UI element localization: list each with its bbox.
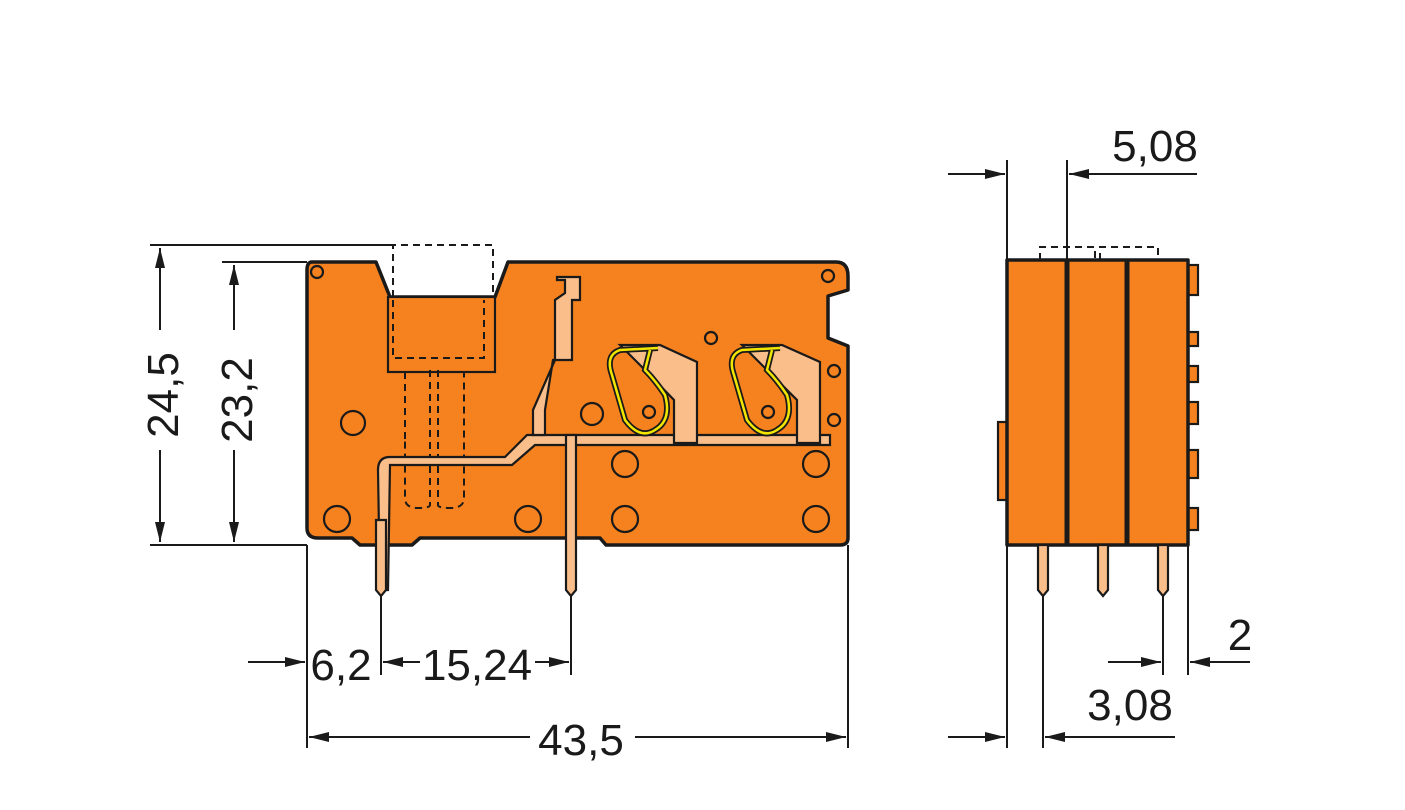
dim-length: 43,5 xyxy=(538,716,624,765)
dim-height-total: 24,5 xyxy=(139,352,188,438)
dim-height-body: 23,2 xyxy=(213,357,262,443)
side-pins xyxy=(1036,543,1170,598)
pin-left xyxy=(374,518,388,598)
dimension-lines xyxy=(150,160,1250,748)
actuator-outline-dashed xyxy=(392,244,494,297)
clamp-2 xyxy=(728,343,822,445)
side-housing xyxy=(1005,258,1190,547)
pin-dashed xyxy=(404,370,465,510)
front-view xyxy=(305,244,850,598)
dim-pin-to-edge: 3,08 xyxy=(1087,681,1173,730)
slot-block xyxy=(386,295,497,374)
pin-right xyxy=(564,433,578,598)
clamp-1 xyxy=(606,343,699,445)
side-actuators-dashed xyxy=(1039,246,1159,260)
dim-pin-pitch: 15,24 xyxy=(422,641,532,690)
housing-holes xyxy=(309,264,842,534)
side-view xyxy=(996,246,1200,598)
dim-pitch: 5,08 xyxy=(1112,122,1198,171)
dim-pin-edge: 2 xyxy=(1228,611,1252,660)
dim-pin-offset: 6,2 xyxy=(310,641,371,690)
busbar xyxy=(376,433,832,592)
slot-dashed xyxy=(392,300,485,359)
release-lever xyxy=(531,275,582,437)
